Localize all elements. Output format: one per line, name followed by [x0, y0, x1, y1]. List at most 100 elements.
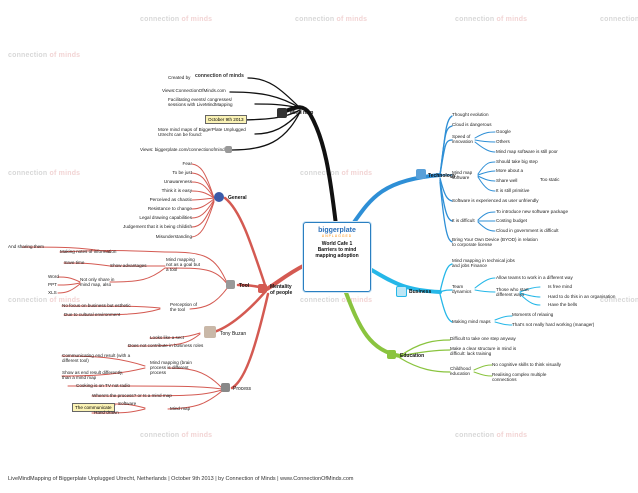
node: Hard to do this in an organisation: [548, 294, 616, 299]
branch-mind-map[interactable]: Mind map: [290, 110, 314, 116]
watermark: connection of minds: [8, 52, 81, 59]
watermark: connection of minds: [140, 16, 213, 23]
mind-map-icon: [277, 108, 287, 118]
node: Due to cultural environment: [64, 312, 121, 317]
node: XLS: [48, 290, 57, 295]
node: More about a: [496, 168, 524, 173]
more-mind-maps-note: More mind maps of BiggerPlate Unplugged …: [158, 127, 246, 137]
branch-technology[interactable]: Technology: [428, 173, 456, 179]
node: Those who start different ways: [496, 287, 529, 297]
node: Should take big step: [496, 159, 538, 164]
node: Thought evolution: [452, 112, 489, 117]
node: Difficult to take one step anyway: [450, 336, 516, 341]
watermark: connection of minds: [300, 297, 373, 304]
branch-mentality: Mentality of people: [270, 284, 293, 296]
node: Moments of relaxing: [512, 312, 554, 317]
branch-business[interactable]: Business: [409, 289, 432, 295]
node: Team dynamics: [452, 284, 472, 294]
watermark: connection of minds: [8, 297, 81, 304]
process-icon: [221, 383, 230, 392]
node: Show advantages: [110, 263, 147, 268]
communicate-box: The communicate: [72, 403, 115, 412]
facilitating-note: Facilitating events/ congresses/ session…: [168, 97, 233, 107]
node: Misunderstanding: [155, 234, 192, 239]
node: Show as end result differently, than a m…: [62, 370, 124, 380]
biggerplate-logo-sub: UNPLUGGED: [321, 234, 353, 238]
node: Legal drawing capabilities: [139, 215, 192, 220]
watermark: connection of minds: [455, 432, 528, 439]
tool-icon: [226, 280, 235, 289]
watermark: connection of minds: [455, 16, 528, 23]
branch-tony-buzan[interactable]: Tony Buzan: [220, 331, 247, 337]
node: Think it is easy: [161, 188, 192, 193]
branch-process[interactable]: Process: [233, 386, 252, 392]
node: No focus on business but esthetic: [62, 303, 131, 308]
node: Mind map software is still poor: [496, 149, 558, 154]
node: It is still primitive: [496, 188, 530, 193]
node: Perception of the tool: [170, 302, 198, 312]
node: Software: [118, 401, 137, 406]
node: Mind mapping (brain process is different…: [150, 360, 192, 375]
node: Bring Your Own Device (BYOD) in relation…: [452, 237, 538, 247]
watermark: connection: [600, 297, 638, 304]
views-biggerplate[interactable]: Views: biggerplate.com/connectionofminds: [140, 147, 227, 152]
people-icon: [258, 284, 267, 293]
node: Not only share in mind map, also: [80, 277, 115, 287]
node: Unawareness: [163, 179, 192, 184]
node: Does not contribute in business roles: [128, 343, 204, 348]
watermark: connection of minds: [300, 170, 373, 177]
views-connectionofminds[interactable]: Views:ConnectionOfMinds.com: [162, 88, 226, 93]
node: Looks like a sect: [150, 335, 184, 340]
node: Judgement that it is being childish: [123, 224, 192, 229]
node: That's not really hard working (manager): [512, 322, 595, 327]
central-title: World Cafe 1 Barriers to mind mapping ad…: [315, 241, 359, 259]
computer-icon: [416, 169, 426, 179]
node: Costing budget: [496, 218, 527, 223]
node: Cooking is on TV not radio: [76, 383, 131, 388]
node: Where's the process? or Is a mind map: [92, 393, 172, 398]
connection-of-minds-logo: connection of minds: [195, 73, 244, 79]
node: And sharing them: [8, 244, 45, 249]
node: Mind map software: [452, 170, 473, 180]
node: Childhood education: [450, 366, 471, 376]
node: It is difficult: [452, 218, 475, 223]
node: Is free mind: [548, 284, 572, 289]
node: Fear: [182, 161, 192, 166]
created-by-label: Created by: [168, 75, 191, 80]
node: Word: [48, 274, 59, 279]
watermark: connection of minds: [295, 16, 368, 23]
tony-buzan-photo: [204, 326, 216, 338]
node: Save time: [64, 260, 85, 265]
node: Realising complex multiple connections: [492, 372, 547, 382]
node: PPT: [48, 282, 57, 287]
node: To be just: [172, 170, 192, 175]
node: No cognitive skills to think visually: [492, 362, 561, 367]
branch-education[interactable]: Education: [400, 353, 425, 359]
node: Speed of innovation: [452, 134, 473, 144]
node: Resistance to change: [147, 206, 192, 211]
node: Making mind maps: [452, 319, 491, 324]
central-topic[interactable]: biggerplate UNPLUGGED World Cafe 1 Barri…: [303, 222, 371, 292]
node: Communicating end result (with a differe…: [62, 353, 131, 363]
node: Mind mapping not as a goal but a tool: [166, 257, 200, 272]
node: Google: [496, 129, 511, 134]
watermark: connection of minds: [140, 432, 213, 439]
node: Perceived as chaotic: [149, 197, 192, 202]
date-box: October 9th 2013: [205, 115, 247, 124]
graduation-icon: [387, 350, 396, 359]
footer-caption: LiveMindMapping of Biggerplate Unplugged…: [8, 476, 354, 482]
node: Too static: [540, 177, 560, 182]
info-icon: [214, 192, 224, 202]
branch-general[interactable]: General: [228, 195, 247, 201]
link-icon[interactable]: [225, 146, 232, 153]
node: Others: [496, 139, 510, 144]
node: Making notes of information: [60, 249, 117, 254]
biggerplate-logo: biggerplate: [318, 227, 356, 234]
node: Cloud in government is difficult: [496, 228, 559, 233]
node: To introduce new software package: [496, 209, 569, 214]
branch-tool[interactable]: Tool: [239, 283, 250, 289]
node: Make a clear structure in mind is diffic…: [450, 346, 517, 356]
node: Have the bells: [548, 302, 578, 307]
